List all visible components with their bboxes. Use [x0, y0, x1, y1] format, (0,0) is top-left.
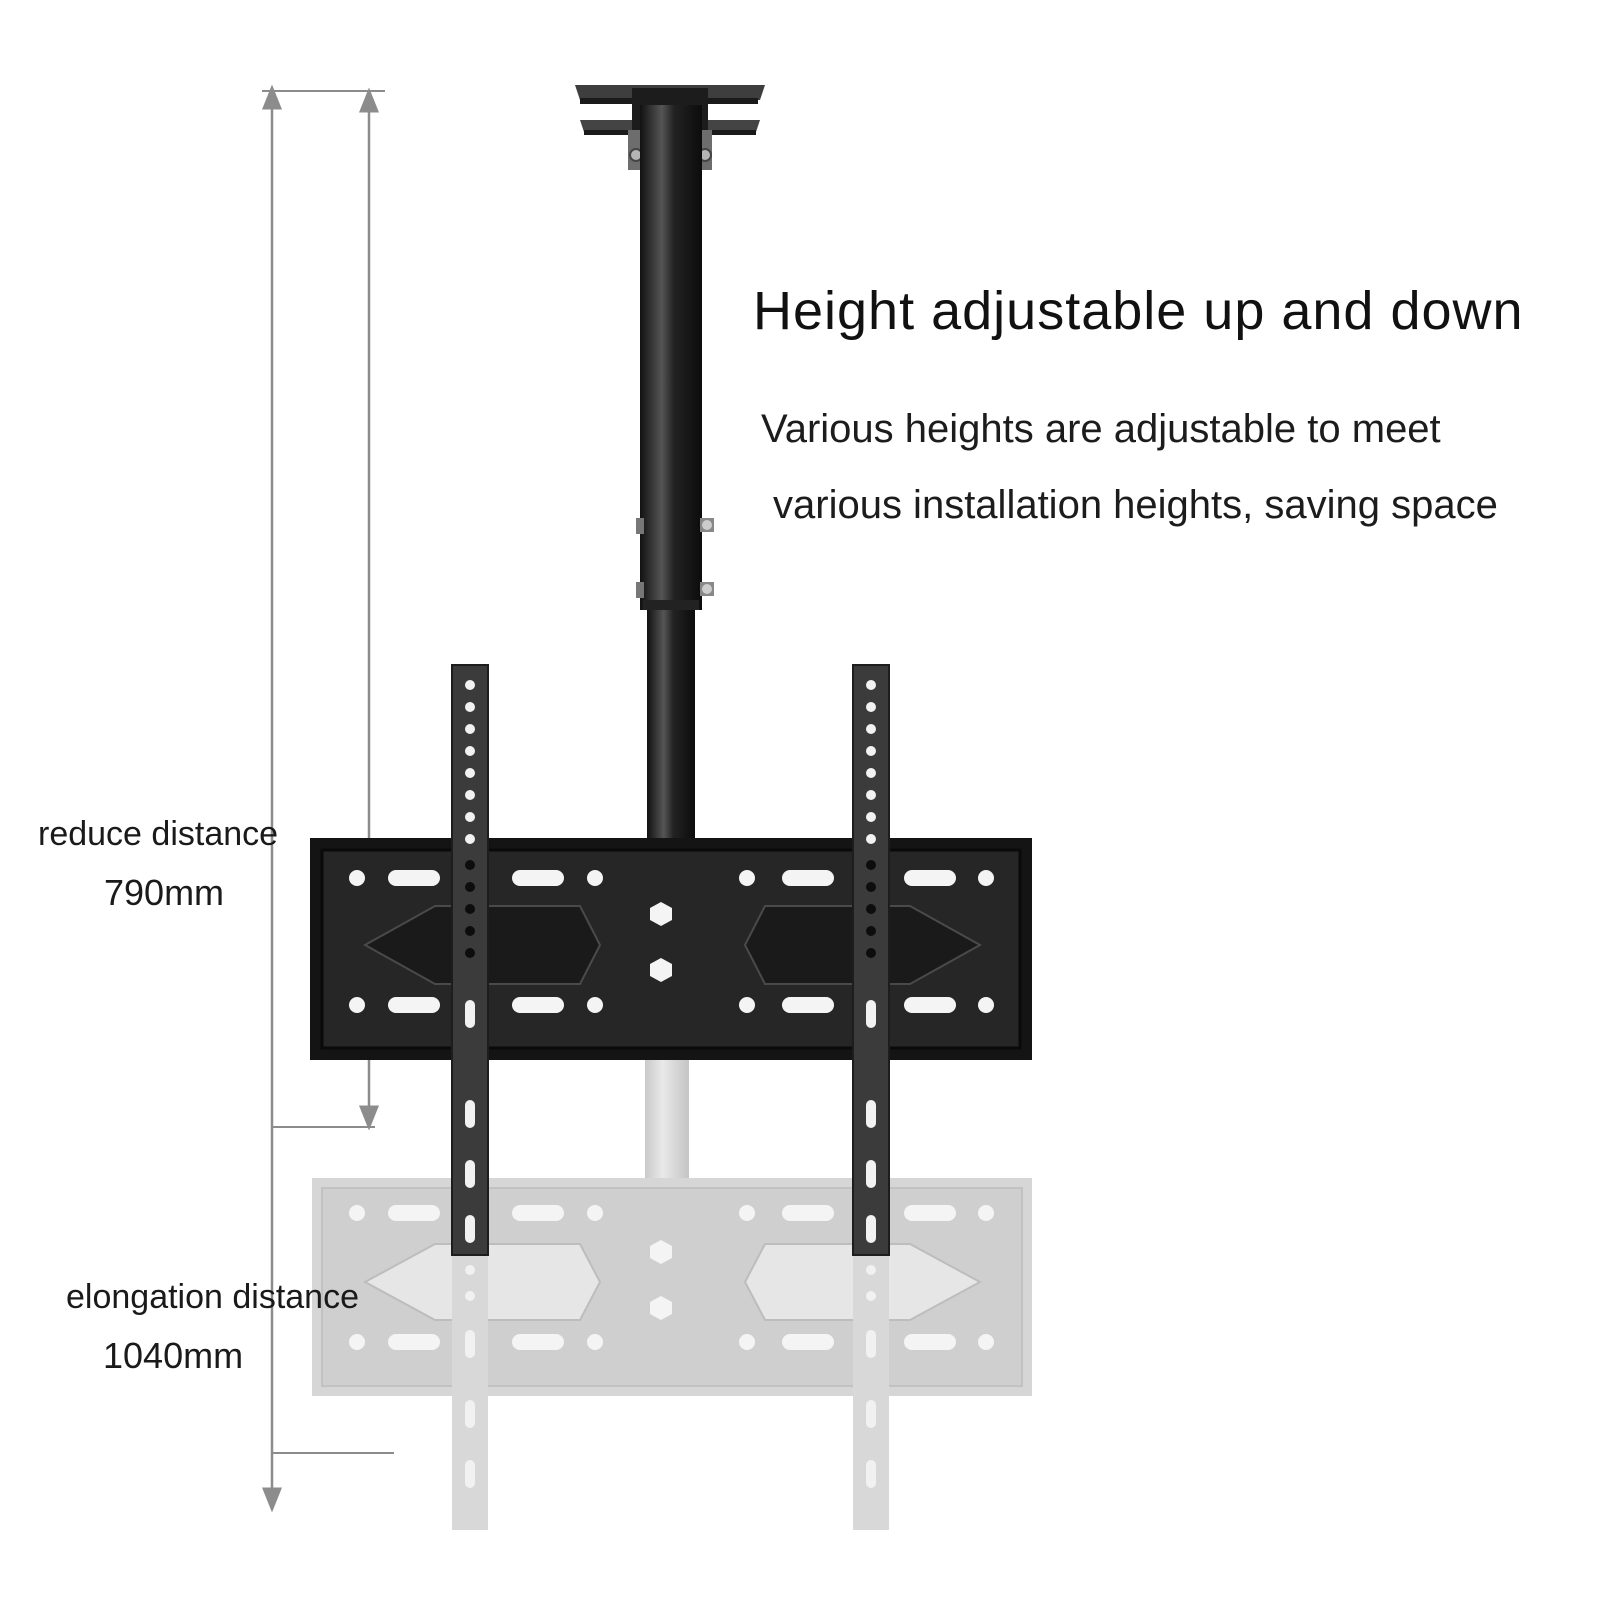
- vertical-arm-left: [451, 664, 489, 1256]
- elongation-distance-label: elongation distance: [66, 1278, 360, 1316]
- ceiling-tv-mount-icon: [310, 85, 1032, 1256]
- reduce-distance-value: 790mm: [104, 872, 225, 913]
- pole-clamp-bolts: [636, 518, 714, 598]
- headline: Height adjustable up and down: [753, 281, 1524, 341]
- elongation-distance-value: 1040mm: [103, 1335, 244, 1376]
- extended-mount-ghost-icon: [312, 1060, 1032, 1530]
- description-line-1: Various heights are adjustable to meet: [761, 407, 1441, 451]
- vertical-arm-right: [852, 664, 890, 1256]
- reduce-distance-label: reduce distance: [38, 815, 279, 853]
- description-line-2: various installation heights, saving spa…: [773, 483, 1498, 527]
